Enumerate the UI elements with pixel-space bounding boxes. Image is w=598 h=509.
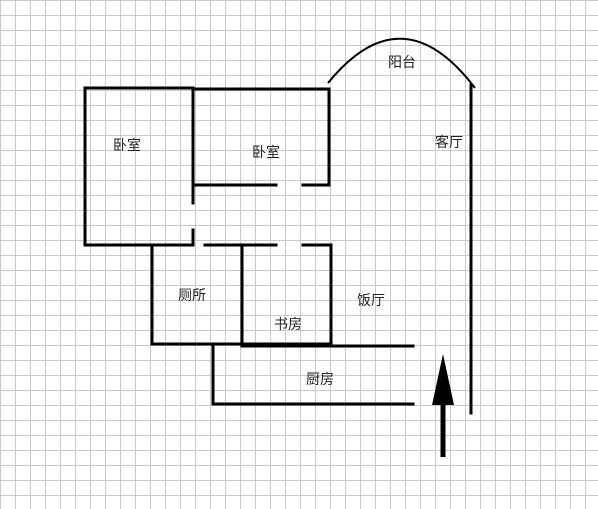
room-label-living-room: 客厅: [435, 134, 463, 151]
room-label-toilet: 厕所: [178, 288, 206, 304]
entrance-arrow: [432, 354, 454, 457]
balcony-arc: [327, 37, 476, 89]
study-walls: [240, 243, 333, 346]
room-label-kitchen: 厨房: [306, 372, 334, 388]
room-label-dining-room: 饭厅: [357, 293, 385, 309]
bedroom-right-walls: [191, 87, 331, 187]
bedroom-left-walls: [83, 86, 195, 247]
walls: [83, 83, 473, 415]
room-label-balcony: 阳台: [388, 55, 416, 71]
kitchen-walls: [211, 344, 415, 406]
toilet-walls: [150, 243, 244, 346]
entrance-arrow-head: [432, 354, 454, 405]
room-label-study: 书房: [274, 317, 302, 333]
room-label-bedroom-right: 卧室: [252, 144, 280, 161]
room-label-bedroom-left: 卧室: [113, 137, 141, 154]
